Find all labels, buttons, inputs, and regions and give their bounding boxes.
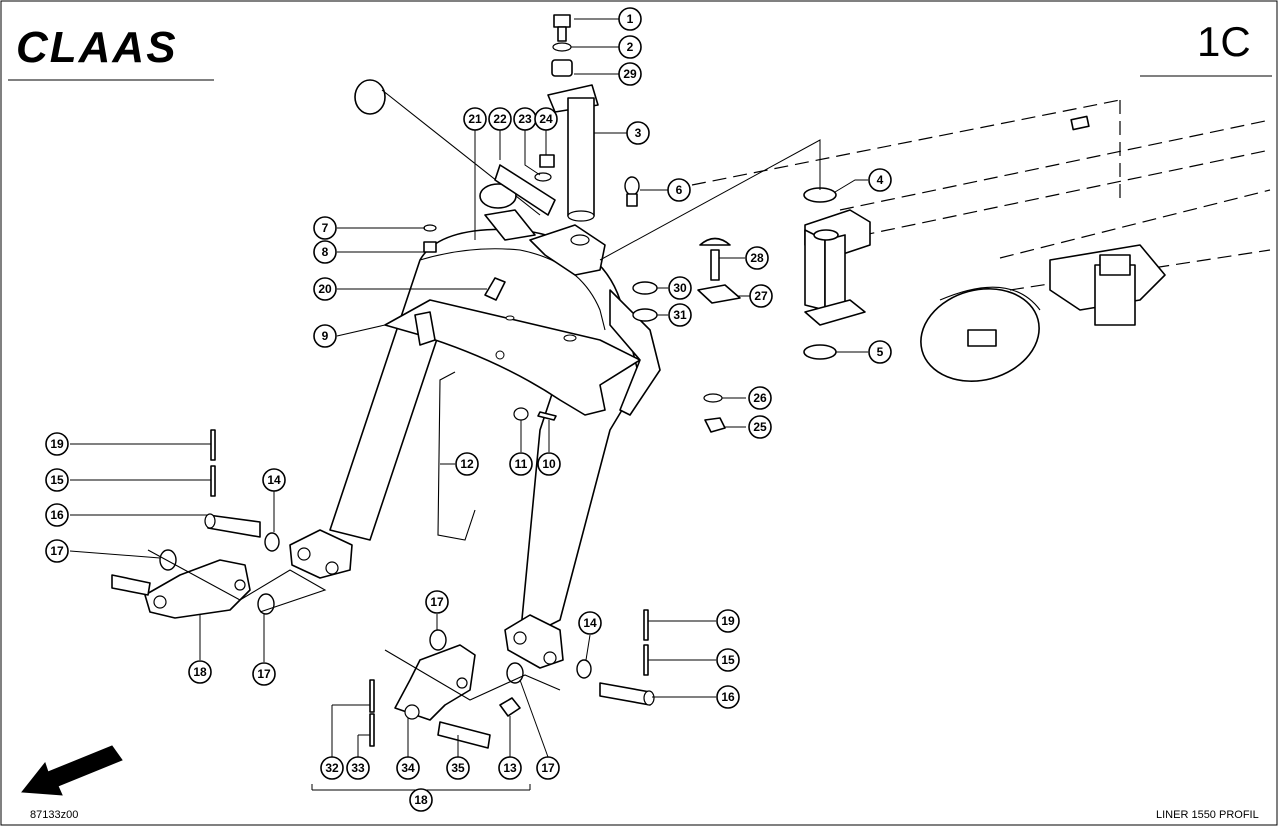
svg-text:33: 33: [351, 761, 365, 775]
callout-27: 27: [749, 284, 773, 308]
callout-19-right: 19: [716, 609, 740, 633]
callout-32: 32: [320, 756, 344, 780]
callout-5: 5: [868, 340, 892, 364]
callout-18-right: 18: [409, 788, 433, 812]
svg-text:16: 16: [50, 508, 64, 522]
svg-text:30: 30: [673, 281, 687, 295]
svg-text:28: 28: [750, 251, 764, 265]
svg-text:13: 13: [503, 761, 517, 775]
svg-text:14: 14: [583, 616, 597, 630]
svg-text:27: 27: [754, 289, 768, 303]
callout-14-left: 14: [262, 468, 286, 492]
claas-logo: CLAAS: [16, 23, 178, 72]
svg-text:34: 34: [401, 761, 415, 775]
callout-34: 34: [396, 756, 420, 780]
callout-6: 6: [667, 178, 691, 202]
callout-8: 8: [313, 240, 337, 264]
svg-text:16: 16: [721, 690, 735, 704]
svg-text:14: 14: [267, 473, 281, 487]
svg-text:20: 20: [318, 282, 332, 296]
svg-text:18: 18: [193, 665, 207, 679]
callout-29: 29: [618, 62, 642, 86]
svg-text:15: 15: [721, 653, 735, 667]
svg-text:22: 22: [493, 112, 507, 126]
callout-35: 35: [446, 756, 470, 780]
svg-text:9: 9: [322, 329, 329, 343]
svg-text:CLAAS: CLAAS: [16, 23, 178, 72]
callout-11: 11: [509, 452, 533, 476]
drawing-number: 87133z00: [30, 809, 78, 821]
callout-12: 12: [455, 452, 479, 476]
svg-text:35: 35: [451, 761, 465, 775]
svg-text:17: 17: [257, 667, 271, 681]
svg-text:17: 17: [541, 761, 555, 775]
callout-28: 28: [745, 246, 769, 270]
svg-text:12: 12: [460, 457, 474, 471]
svg-text:1: 1: [627, 12, 634, 26]
svg-text:17: 17: [430, 595, 444, 609]
callout-26: 26: [748, 386, 772, 410]
svg-text:7: 7: [322, 221, 329, 235]
svg-text:24: 24: [539, 112, 553, 126]
svg-text:3: 3: [635, 126, 642, 140]
callout-31: 31: [668, 303, 692, 327]
svg-text:6: 6: [676, 183, 683, 197]
svg-text:29: 29: [623, 67, 637, 81]
svg-text:8: 8: [322, 245, 329, 259]
callout-17-left-top: 17: [45, 539, 69, 563]
model-label: LINER 1550 PROFIL: [1156, 809, 1259, 821]
callout-21: 21: [463, 107, 487, 131]
travel-direction-arrow-icon: [21, 745, 123, 796]
callout-13: 13: [498, 756, 522, 780]
svg-text:17: 17: [50, 544, 64, 558]
callout-1: 1: [618, 7, 642, 31]
callout-22: 22: [488, 107, 512, 131]
callout-9: 9: [313, 324, 337, 348]
svg-text:10: 10: [542, 457, 556, 471]
callout-4: 4: [868, 168, 892, 192]
callout-33: 33: [346, 756, 370, 780]
callout-19-left: 19: [45, 432, 69, 456]
callout-16-left: 16: [45, 503, 69, 527]
svg-text:5: 5: [877, 345, 884, 359]
callout-23: 23: [513, 107, 537, 131]
svg-text:11: 11: [515, 457, 528, 471]
callout-2: 2: [618, 35, 642, 59]
callout-20: 20: [313, 277, 337, 301]
svg-text:15: 15: [50, 473, 64, 487]
callout-16-right: 16: [716, 685, 740, 709]
callout-10: 10: [537, 452, 561, 476]
callout-30: 30: [668, 276, 692, 300]
callout-17-right-top: 17: [425, 590, 449, 614]
callout-24: 24: [534, 107, 558, 131]
callout-3: 3: [626, 121, 650, 145]
svg-text:18: 18: [414, 793, 428, 807]
svg-text:2: 2: [627, 40, 634, 54]
callout-17-left-bottom: 17: [252, 662, 276, 686]
svg-text:25: 25: [753, 420, 767, 434]
svg-text:21: 21: [468, 112, 482, 126]
drawing: [111, 14, 1271, 791]
callout-18-left: 18: [188, 660, 212, 684]
svg-text:19: 19: [50, 437, 64, 451]
svg-text:26: 26: [753, 391, 767, 405]
callout-17-right-bottom: 17: [536, 756, 560, 780]
callout-15-left: 15: [45, 468, 69, 492]
svg-text:31: 31: [673, 308, 687, 322]
svg-text:19: 19: [721, 614, 735, 628]
callout-25: 25: [748, 415, 772, 439]
svg-text:4: 4: [877, 173, 884, 187]
callout-15-right: 15: [716, 648, 740, 672]
svg-text:23: 23: [518, 112, 532, 126]
page-code: 1C: [1197, 18, 1251, 65]
svg-text:32: 32: [325, 761, 339, 775]
leader-lines: [69, 18, 868, 758]
callout-7: 7: [313, 216, 337, 240]
callout-14-right: 14: [578, 611, 602, 635]
